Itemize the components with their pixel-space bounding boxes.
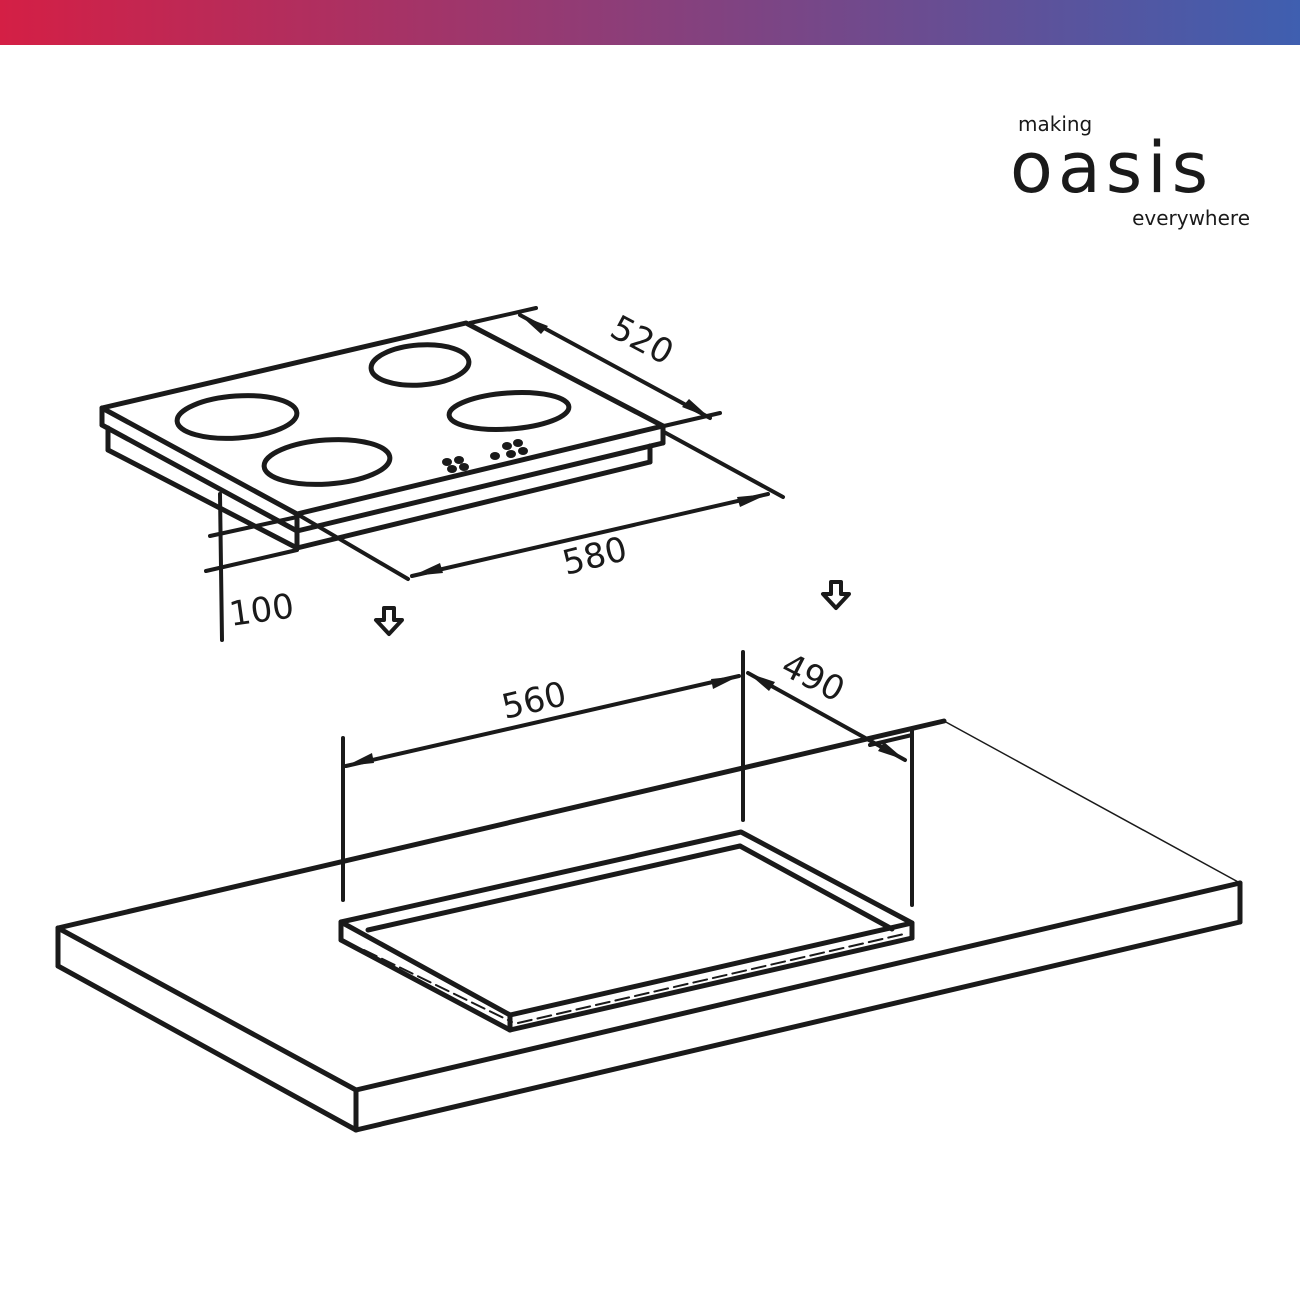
brand-tagline-top: making: [1018, 112, 1093, 136]
dimension-100-lines: [204, 492, 299, 642]
countertop: [55, 718, 1243, 1133]
burners: [174, 342, 572, 487]
dimension-520-lines: [468, 306, 722, 428]
dimension-label-depth: 520: [604, 308, 680, 374]
dimension-490-lines: [746, 671, 914, 907]
cutout: [338, 829, 915, 1033]
cutout-inner-edge: [363, 949, 513, 1023]
arrow-down-icon: [821, 580, 851, 610]
cutout-inner-edge-front: [517, 933, 905, 1024]
brand-tagline-bottom: everywhere: [1132, 206, 1250, 230]
brand-logo: making oasis everywhere: [1010, 112, 1250, 232]
countertop-back-edge: [943, 720, 1241, 884]
arrow-down-icon: [374, 606, 404, 636]
burner-back-right: [368, 342, 472, 388]
control-panel: [442, 439, 528, 473]
brand-wordmark: oasis: [1010, 127, 1214, 209]
dimension-560-lines: [341, 650, 745, 902]
burner-back-left: [174, 393, 300, 441]
dimension-label-cutout-depth: 490: [775, 645, 851, 710]
top-gradient-bar: [0, 0, 1300, 45]
dimension-label-cutout-width: 560: [498, 674, 570, 728]
dimension-label-width: 580: [559, 529, 632, 584]
burner-front-right: [446, 390, 572, 432]
dimension-580-lines: [295, 430, 785, 581]
burner-front-left: [261, 437, 393, 487]
dimension-label-height: 100: [227, 586, 297, 635]
